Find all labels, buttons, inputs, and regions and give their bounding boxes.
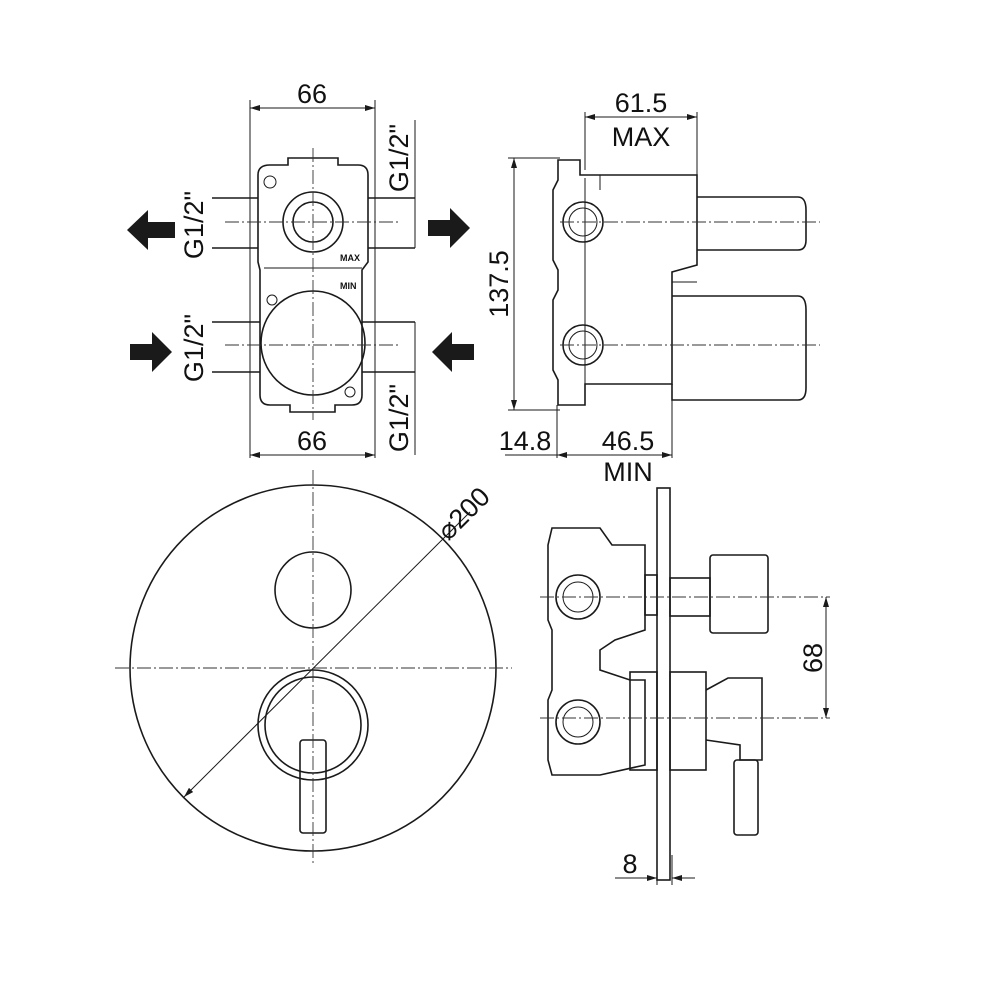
plate-thickness-label: 8 — [622, 849, 637, 879]
assembled-side-view: 68 8 — [540, 487, 830, 885]
upper-cartridge — [697, 196, 807, 251]
handle-base — [669, 671, 707, 771]
upper-pipe-stubs — [212, 197, 415, 249]
inlet-arrow-right-icon — [432, 332, 474, 372]
thread-top-left-label: G1/2" — [179, 191, 209, 259]
thread-bottom-right-label: G1/2" — [384, 384, 414, 452]
depth-max-label: MAX — [612, 122, 671, 152]
side-view: 137.5 61.5 MAX 14.8 46.5 MIN — [484, 88, 820, 487]
upper-stem — [644, 574, 658, 616]
handle-body — [705, 677, 763, 761]
plate-front-view: ⌀200 — [115, 470, 512, 865]
screw-icon — [263, 175, 277, 189]
depth-min-value: 46.5 — [602, 426, 655, 456]
front-view: 66 66 MAX MIN G1/2" G1/2" G1/2" G1/2" — [127, 79, 474, 458]
screw-icon — [266, 294, 278, 306]
outlet-arrow-right-icon — [428, 208, 470, 248]
diameter-leader — [183, 511, 471, 798]
center-distance-label: 68 — [798, 643, 828, 673]
min-mark: MIN — [340, 281, 357, 291]
width-bottom-label: 66 — [297, 426, 327, 456]
width-top-label: 66 — [297, 79, 327, 109]
valve-body-outline — [257, 157, 369, 413]
lever-side — [733, 759, 759, 836]
inlet-arrow-left-icon — [130, 332, 172, 372]
outlet-arrow-left-icon — [127, 210, 175, 250]
cartridge-housing — [629, 671, 658, 771]
cover-plate-side — [656, 487, 671, 881]
thread-top-right-label: G1/2" — [384, 124, 414, 192]
offset-label: 14.8 — [499, 426, 552, 456]
max-mark: MAX — [340, 253, 360, 263]
thread-bottom-left-label: G1/2" — [179, 314, 209, 382]
upper-port — [555, 574, 601, 620]
lower-pipe-stubs — [212, 321, 415, 373]
lower-port-inner — [562, 706, 594, 738]
screw-icon — [344, 386, 356, 398]
lower-cartridge — [671, 295, 807, 401]
lower-port — [555, 699, 601, 745]
height-label: 137.5 — [484, 250, 514, 318]
valve-body-side — [552, 159, 698, 406]
valve-body-assembled — [547, 527, 646, 776]
diverter-knob-side — [709, 554, 769, 634]
body-detail — [584, 175, 697, 384]
depth-min-label: MIN — [603, 457, 653, 487]
depth-max-value: 61.5 — [615, 88, 668, 118]
